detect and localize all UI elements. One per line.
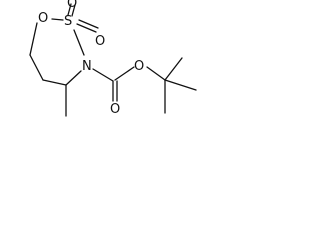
atom-ring-oxygen: O <box>38 11 48 26</box>
atom-sulfur: S <box>64 14 72 29</box>
bond-o1-s2 <box>51 18 64 21</box>
bond-c4-c5 <box>42 79 67 86</box>
bond-tbu-up <box>164 57 183 81</box>
bond-n3-c4 <box>65 70 82 86</box>
bond-s-o-right-a <box>78 19 99 29</box>
bond-carbonyl-ester-o <box>114 66 135 81</box>
bond-c6-o1 <box>29 22 38 56</box>
bond-s-o-top-b <box>71 4 76 17</box>
atom-sulfonyl-oxygen-top: O <box>67 0 77 11</box>
atom-ring-nitrogen: N <box>82 59 92 74</box>
bond-tbu-right <box>164 79 197 91</box>
bond-s-o-right-b <box>76 23 97 33</box>
bond-ester-o-tbu <box>146 66 166 81</box>
bond-s2-n3 <box>73 29 85 56</box>
bond-n3-carbonyl <box>92 68 114 82</box>
atom-carbonyl-oxygen: O <box>110 102 120 117</box>
atom-sulfonyl-oxygen-right: O <box>95 34 105 49</box>
bond-c5-c6 <box>29 54 44 81</box>
bond-s-o-top-a <box>67 3 72 16</box>
atom-ester-oxygen: O <box>134 59 144 74</box>
molecule-structure: O S O O N O O <box>29 0 197 117</box>
